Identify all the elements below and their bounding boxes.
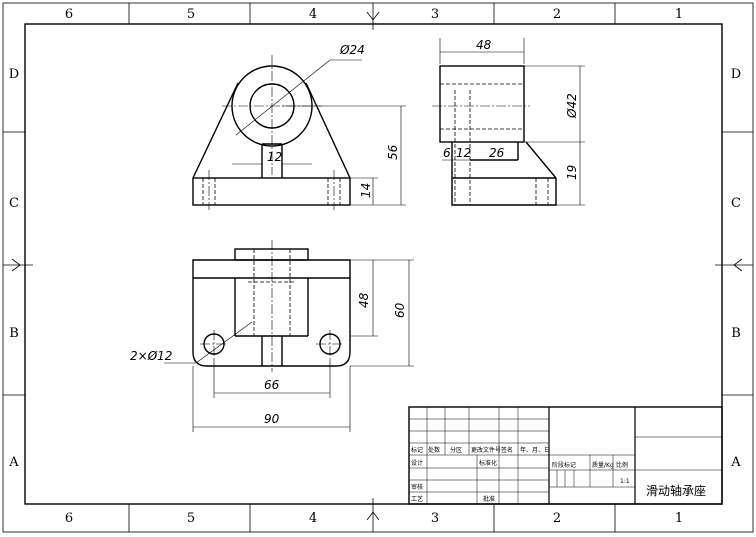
tb-weight: 质量/Kg: [592, 461, 614, 469]
dim-width-66: 66: [264, 378, 280, 392]
zone-ticks: [3, 3, 753, 532]
dim-dia-42: Ø42: [565, 93, 579, 119]
zone-left-b: B: [9, 326, 19, 341]
dim-height-60: 60: [393, 302, 407, 318]
tb-mark: 标记: [411, 446, 423, 454]
tb-change-doc: 更改文件号: [471, 446, 501, 454]
dim-side-26: 26: [489, 146, 505, 160]
zone-left-c: C: [9, 196, 19, 211]
zone-top-5: 5: [187, 7, 195, 22]
zone-right-c: C: [731, 196, 741, 211]
zone-bottom-4: 4: [309, 511, 317, 526]
zone-bottom-6: 6: [65, 511, 73, 526]
dim-height-19: 19: [565, 165, 579, 180]
zone-top-2: 2: [553, 7, 561, 22]
dim-width-12: 12: [267, 150, 282, 164]
zone-bottom-3: 3: [431, 511, 439, 526]
tb-sign: 签名: [501, 446, 513, 454]
dim-side-12: 12: [456, 146, 471, 160]
zone-top-6: 6: [65, 7, 73, 22]
side-view: [432, 38, 585, 206]
zone-left-d: D: [9, 67, 19, 82]
tb-review: 审核: [411, 483, 423, 491]
zone-left-a: A: [8, 455, 19, 470]
zone-bottom-1: 1: [675, 511, 683, 526]
dim-height-14: 14: [359, 183, 373, 198]
tb-design: 设计: [411, 459, 423, 467]
zone-right-b: B: [731, 326, 741, 341]
dim-dia-24: Ø24: [339, 43, 365, 57]
zone-bottom-5: 5: [187, 511, 195, 526]
dim-side-6: 6: [443, 146, 451, 160]
dim-height-56: 56: [386, 144, 400, 160]
title-block: [408, 406, 723, 505]
dim-width-48: 48: [476, 38, 492, 52]
tb-standardize: 标准化: [479, 459, 497, 467]
zone-right-a: A: [730, 455, 741, 470]
front-view: [192, 55, 406, 210]
tb-part-name: 滑动轴承座: [646, 483, 706, 498]
zone-top-4: 4: [309, 7, 317, 22]
dim-height-48: 48: [357, 292, 371, 308]
zone-right-d: D: [731, 67, 741, 82]
tb-scale-value: 1:1: [620, 478, 630, 485]
zone-top-1: 1: [675, 7, 683, 22]
tb-stage-mark: 阶段标记: [552, 461, 576, 469]
tb-count: 处数: [428, 446, 440, 454]
front-base: [192, 177, 351, 206]
tb-process: 工艺: [411, 495, 423, 503]
tb-scale: 比例: [616, 461, 628, 469]
side-boss: [439, 65, 525, 143]
top-view: [164, 240, 414, 432]
top-base-outline: [192, 259, 351, 367]
tb-date: 年、月、日: [520, 446, 550, 454]
tb-approve: 批准: [483, 495, 495, 503]
dim-width-90: 90: [264, 412, 280, 426]
zone-bottom-2: 2: [553, 511, 561, 526]
tb-zone: 分区: [450, 446, 462, 454]
inner-frame: [24, 23, 723, 505]
centering-marks: [3, 3, 753, 532]
zone-top-3: 3: [431, 7, 439, 22]
dim-holes: 2×Ø12: [130, 349, 172, 363]
